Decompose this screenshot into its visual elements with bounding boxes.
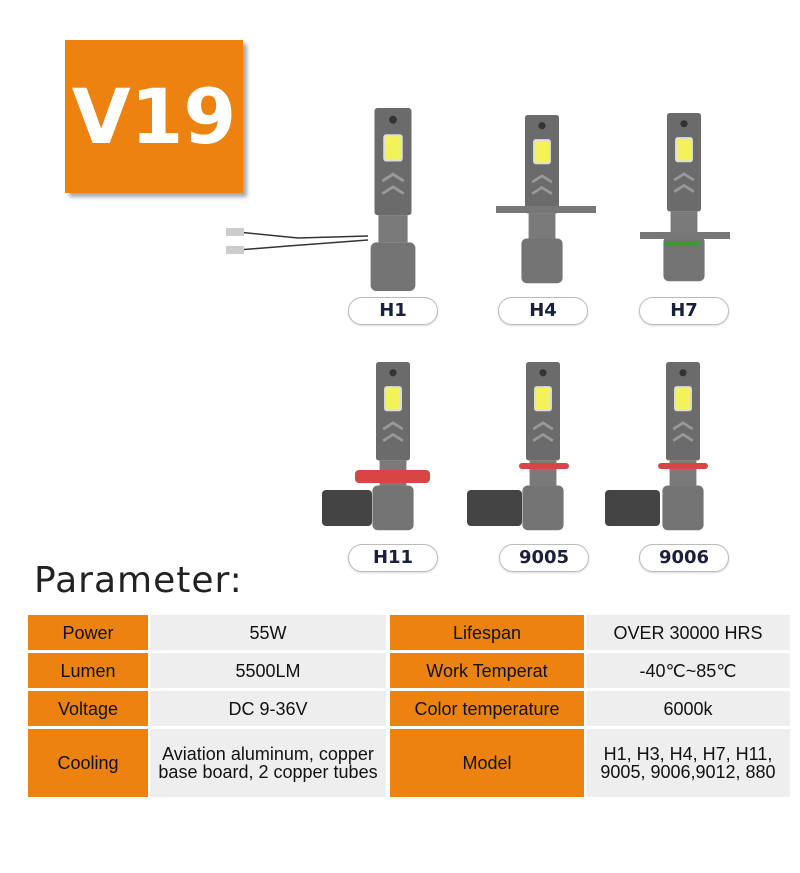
spec-label: Model <box>390 729 584 797</box>
model-logo: V19 <box>65 40 243 193</box>
section-title: Parameter: <box>34 560 243 601</box>
9006-bulb-icon <box>660 362 706 532</box>
h7-seal <box>665 241 700 246</box>
spec-label: Lumen <box>28 653 148 688</box>
spec-label: Cooling <box>28 729 148 797</box>
h1-bulb-icon <box>368 108 418 293</box>
label-9006: 9006 <box>639 544 729 572</box>
spec-label: Color temperature <box>390 691 584 726</box>
spec-value: Aviation aluminum, copper base board, 2 … <box>150 729 386 797</box>
spec-value: -40℃~85℃ <box>586 653 790 688</box>
spec-value: 55W <box>150 615 386 650</box>
9005-connector <box>467 490 522 526</box>
h7-bulb-icon <box>660 113 708 283</box>
9005-bulb-icon <box>520 362 566 532</box>
spec-value: OVER 30000 HRS <box>586 615 790 650</box>
h4-bulb-icon <box>518 115 566 285</box>
label-h7: H7 <box>639 297 729 325</box>
spec-label: Voltage <box>28 691 148 726</box>
spec-value: DC 9-36V <box>150 691 386 726</box>
h11-connector <box>322 490 372 526</box>
h11-ring <box>355 470 430 483</box>
spec-value: H1, H3, H4, H7, H11, 9005, 9006,9012, 88… <box>586 729 790 797</box>
h7-flange <box>640 232 730 239</box>
spec-value: 6000k <box>586 691 790 726</box>
h1-wire-icon <box>226 228 369 254</box>
9005-ring <box>519 463 569 469</box>
9006-connector <box>605 490 660 526</box>
spec-label: Lifespan <box>390 615 584 650</box>
spec-label: Work Temperat <box>390 653 584 688</box>
label-9005: 9005 <box>499 544 589 572</box>
label-h1: H1 <box>348 297 438 325</box>
h11-bulb-icon <box>370 362 416 532</box>
h4-flange <box>496 206 596 213</box>
label-h11: H11 <box>348 544 438 572</box>
9006-ring <box>658 463 708 469</box>
spec-label: Power <box>28 615 148 650</box>
spec-value: 5500LM <box>150 653 386 688</box>
label-h4: H4 <box>498 297 588 325</box>
